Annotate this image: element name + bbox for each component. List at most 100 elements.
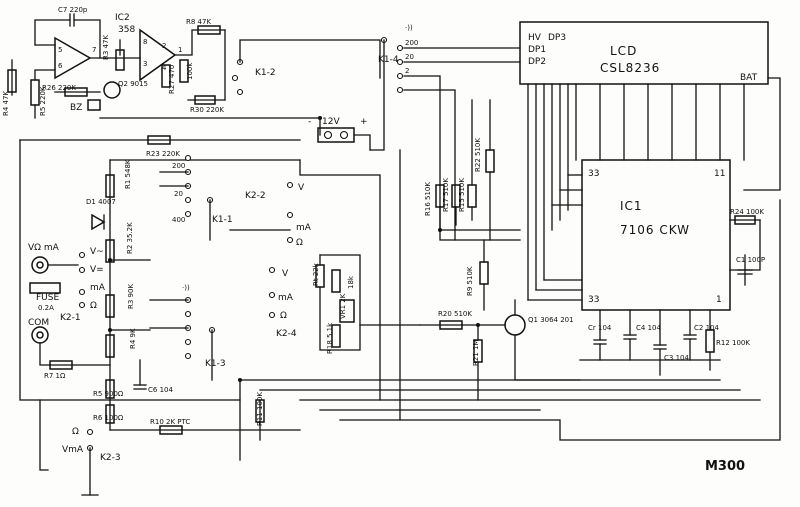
bz-label: BZ xyxy=(70,103,82,113)
power-minus: - xyxy=(308,117,311,127)
page-title: M300 xyxy=(705,459,745,474)
k2-4-ohm: Ω xyxy=(280,311,287,321)
k2-2-v: V xyxy=(298,183,305,193)
c7-label: C7 220p xyxy=(58,6,88,14)
r4b-label: R4 9K xyxy=(129,328,137,349)
lcd-pin-dp3: DP3 xyxy=(548,33,566,43)
k1-1-switch: 200 20 400 K1-1 xyxy=(159,154,233,241)
resistor-column-r14-r22: R16 510K R17 510K R15 510K R22 510K R9 5… xyxy=(424,99,521,311)
ic1-left-wires xyxy=(527,174,583,301)
q2-transistor xyxy=(103,81,121,99)
junction-dots xyxy=(108,116,480,382)
ic1-pin-br: 1 xyxy=(716,295,722,305)
k1-2-label: K1-2 xyxy=(255,68,276,78)
ic2-pin4: 4 xyxy=(162,64,167,72)
mode-vdc: V= xyxy=(90,265,104,275)
ic2-pin6: 6 xyxy=(58,62,63,70)
power-plus: + xyxy=(360,117,368,127)
d1-label: D1 4007 xyxy=(86,198,116,206)
lcd-bus xyxy=(527,77,781,301)
jack-vomega[interactable] xyxy=(31,256,49,274)
c3-label: C3 104 xyxy=(664,354,689,362)
ic1-part: 7106 CKW xyxy=(620,223,690,237)
r5b-label: R5 900Ω xyxy=(93,390,124,398)
r100k-label: 100k xyxy=(186,62,194,80)
ic1-pin-tr: 11 xyxy=(714,169,725,179)
range-mark-200: 200 xyxy=(405,39,418,47)
lcd-label: LCD xyxy=(610,44,637,58)
r10-label: R10 2K PTC xyxy=(150,418,190,426)
k2-4-label: K2-4 xyxy=(276,329,297,339)
k2-4-switch: V mA Ω K2-4 Rt 22k VR1 2K 18k R18 5.1k xyxy=(268,254,421,354)
k2-3-ohm: Ω xyxy=(72,427,79,437)
jack-com[interactable] xyxy=(31,326,49,344)
c2-label: C2 104 xyxy=(694,324,719,332)
lcd-bat-label: BAT xyxy=(740,73,758,83)
k2-2-ma: mA xyxy=(296,223,312,233)
k1-1-label: K1-1 xyxy=(212,215,233,225)
fuse xyxy=(29,282,61,294)
k1-3-beep: ·)) xyxy=(182,284,190,292)
battery-12v: 12V - + xyxy=(308,117,371,151)
lcd-display xyxy=(519,21,769,85)
buzzer xyxy=(87,99,101,111)
ic2-pin7: 7 xyxy=(92,46,96,54)
ic2-pin8: 8 xyxy=(143,38,147,46)
r3-label: R3 47K xyxy=(102,35,110,60)
k2-3-label: K2-3 xyxy=(100,453,121,463)
k1-2-switch: K1-2 xyxy=(231,39,381,96)
r22-label: R22 510K xyxy=(474,138,482,172)
ic1-bottom-network: Cr 104 C4 104 C3 104 C2 104 R12 100K xyxy=(579,309,750,376)
vr1-label: VR1 2K xyxy=(339,293,347,319)
k2-3-switch: Ω VmA K2-3 xyxy=(39,399,121,496)
k2-2-ohm: Ω xyxy=(296,238,303,248)
r15-label: R15 510K xyxy=(458,178,466,212)
ic2-pin5: 5 xyxy=(58,46,62,54)
lcd-pin-hv: HV xyxy=(528,33,542,43)
jack-com-label: COM xyxy=(28,318,49,328)
c4-label: C4 104 xyxy=(636,324,661,332)
k1-1-r400: 400 xyxy=(172,216,185,224)
divider-ladder: D1 4007 R1 548K R2 35.2K R3 90K R4 9K R5… xyxy=(19,135,301,431)
lcd-part: CSL8236 xyxy=(600,61,660,75)
r8-label: R8 47K xyxy=(186,18,211,26)
ic2-network: C7 220p R4 47K R26 220K R5 220K R8 47K R… xyxy=(2,6,321,119)
r30-label: R30 220K xyxy=(190,106,224,114)
cr-label: Cr 104 xyxy=(588,324,612,332)
k2-1-label: K2-1 xyxy=(60,313,81,323)
r3b-label: R3 90K xyxy=(127,284,135,309)
k1-3-label: K1-3 xyxy=(205,359,226,369)
k1-4-label: K1-4 xyxy=(378,55,399,65)
ic2-pin1: 1 xyxy=(178,46,182,54)
mode-ohm: Ω xyxy=(90,301,97,311)
k2-3-vma: VmA xyxy=(62,445,84,455)
k1-4-switch: K1-4 ·)) 200 20 2 xyxy=(369,24,521,241)
ic1-pin-bl: 33 xyxy=(588,295,599,305)
fuse-label: FUSE xyxy=(36,293,59,303)
r18b-label: 18k xyxy=(347,275,355,289)
r12-label: R12 100K xyxy=(716,339,750,347)
r6b-label: R6 100Ω xyxy=(93,414,124,422)
r26-label: R26 220K xyxy=(42,84,76,92)
ic2-name: IC2 xyxy=(115,13,130,23)
ic1-name: IC1 xyxy=(620,199,643,213)
k2-2-label: K2-2 xyxy=(245,191,266,201)
ic2-pin2: 2 xyxy=(162,42,166,50)
opamp-a xyxy=(54,36,92,80)
r2-label: R2 35.2K xyxy=(126,222,134,254)
r21-label: R21 1M xyxy=(472,340,480,367)
q2-label: Q2 9015 xyxy=(118,80,148,88)
r27-label: R27 470 xyxy=(168,65,176,94)
range-mark-beep: ·)) xyxy=(405,24,413,32)
r23-label: R23 220K xyxy=(146,150,180,158)
opamp-b xyxy=(139,28,177,82)
k1-1-r20: 20 xyxy=(174,190,183,198)
q1-label: Q1 3064 201 xyxy=(528,316,574,324)
input-jacks: VΩ mA COM FUSE 0.2A R7 1Ω xyxy=(28,243,111,380)
lower-bus: R11 100K R10 2K PTC xyxy=(109,149,781,461)
fuse-rating: 0.2A xyxy=(38,304,54,312)
r20-label: R20 510K xyxy=(438,310,472,318)
ic1-chip xyxy=(581,159,731,311)
